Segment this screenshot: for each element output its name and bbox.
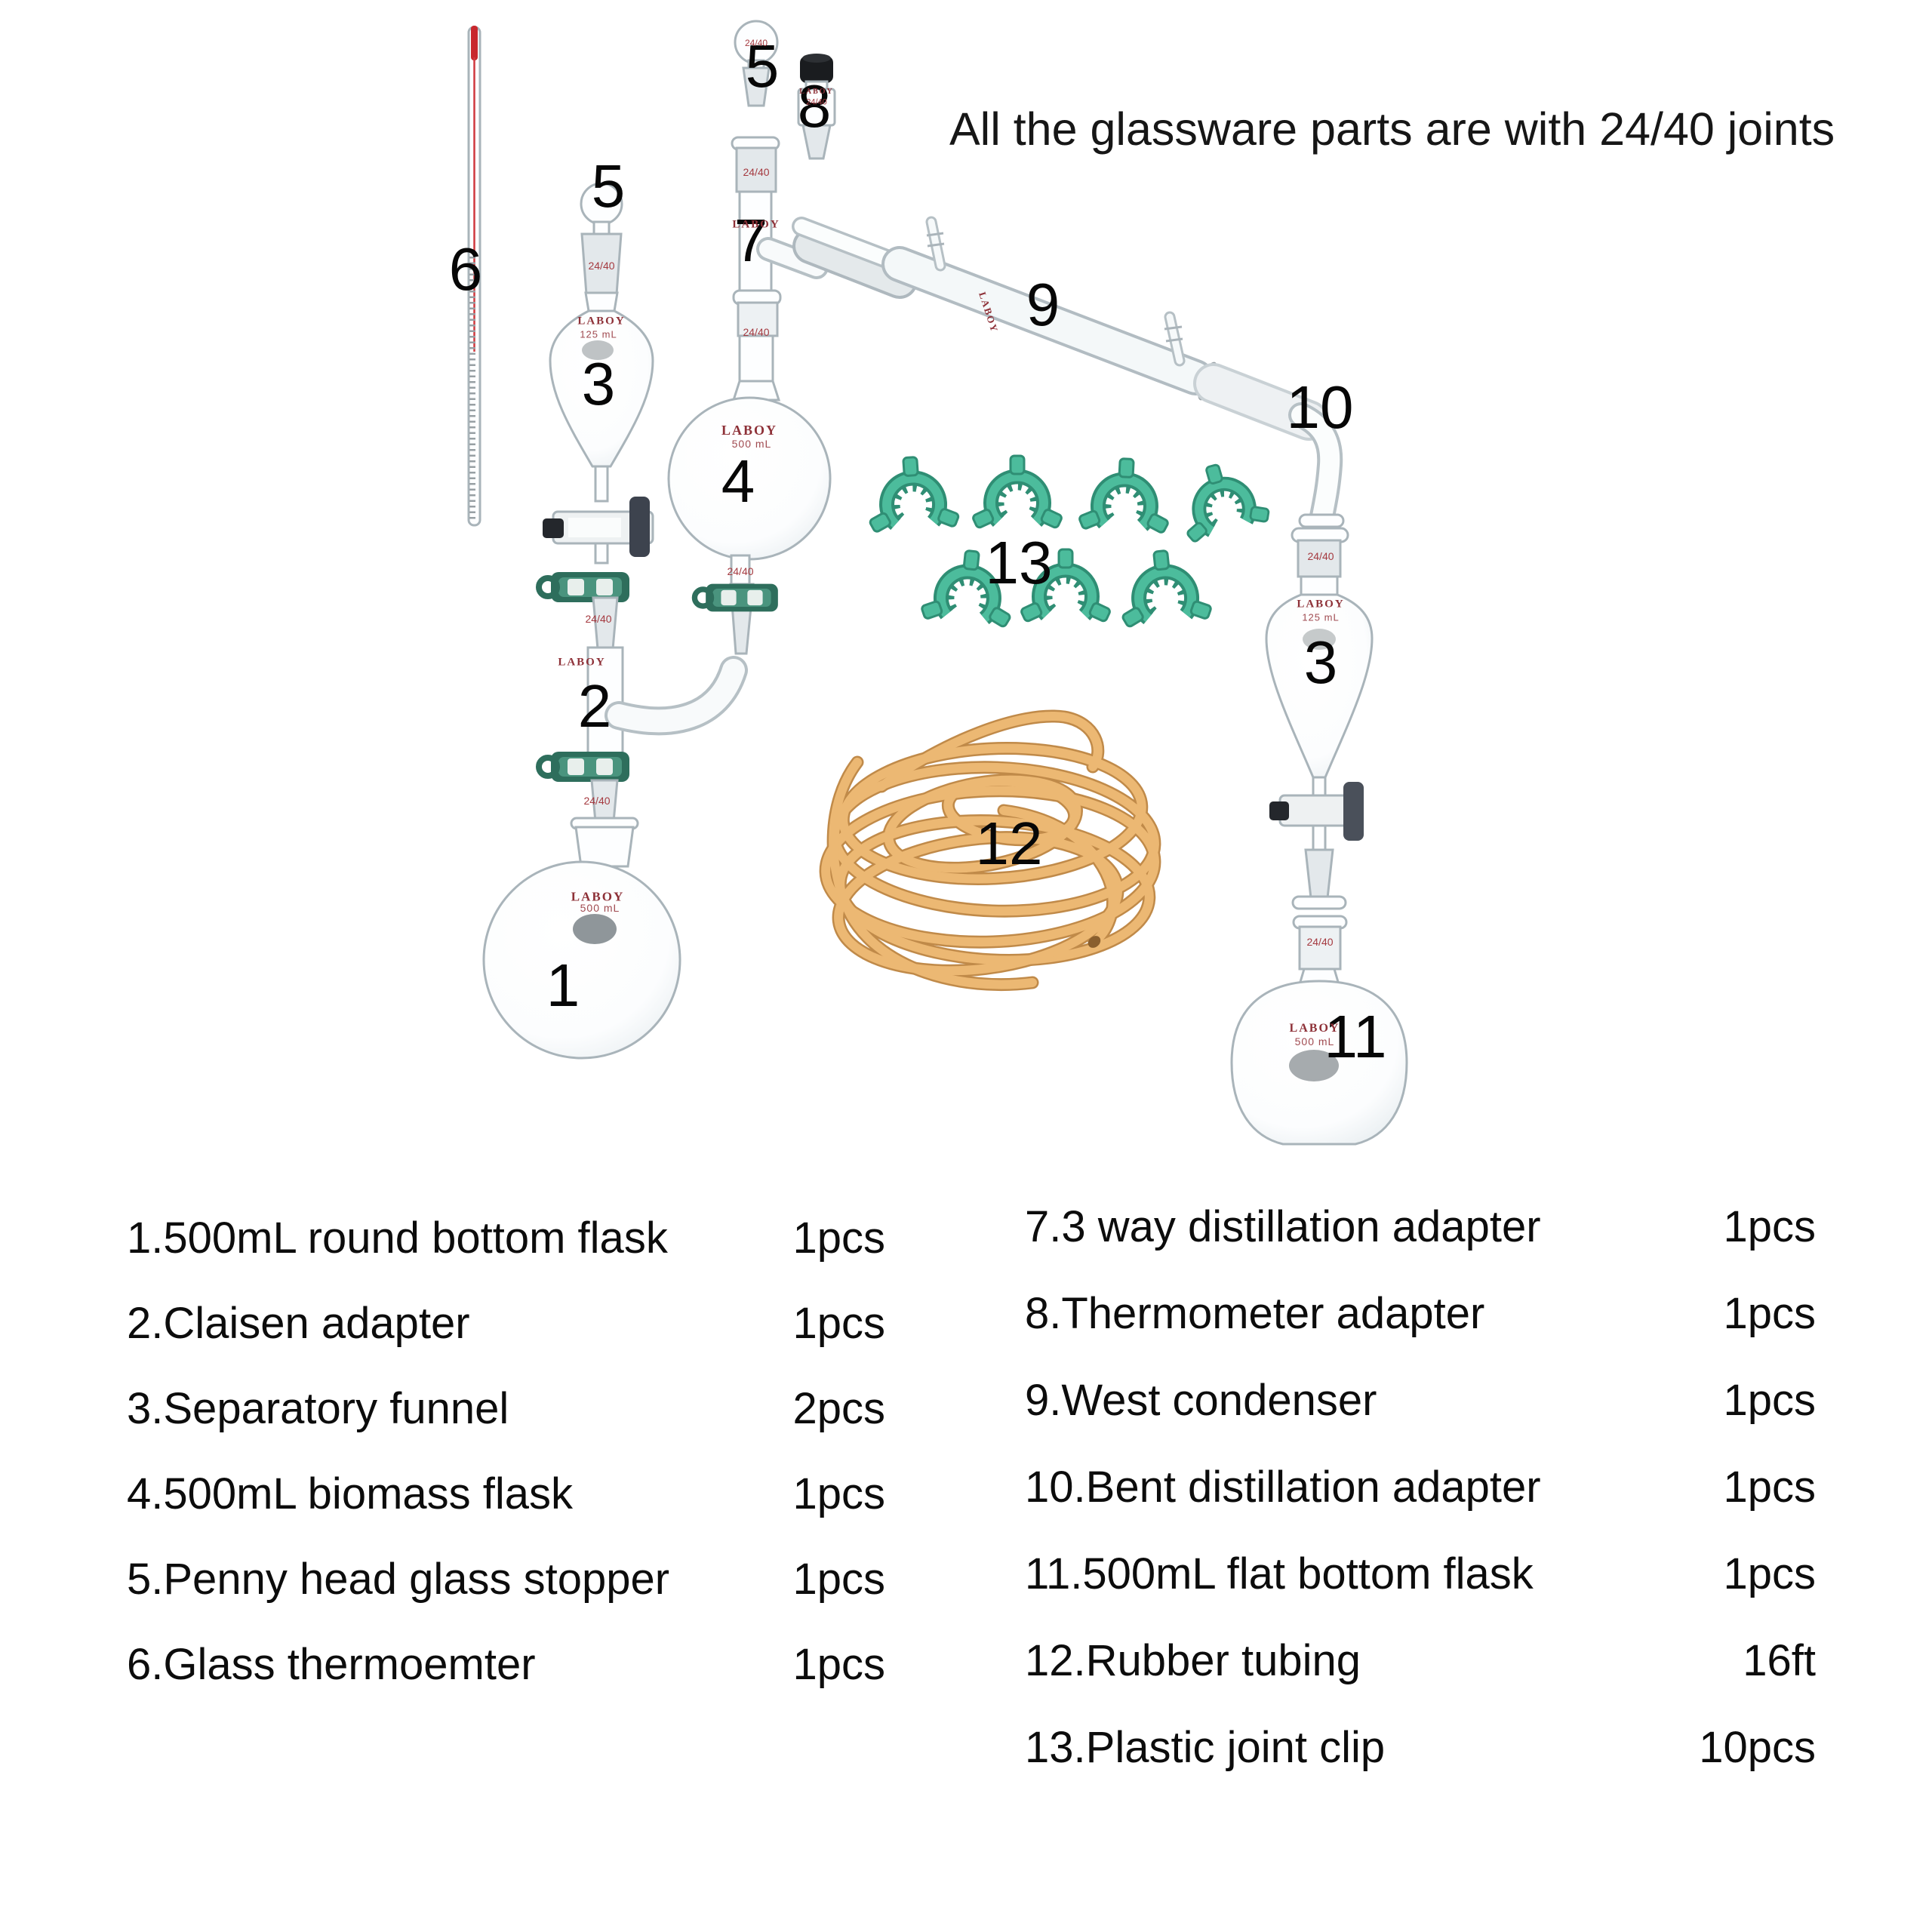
brand-mark: LABOY [799,88,834,96]
parts-row: 10.Bent distillation adapter 1pcs [1025,1460,1816,1515]
volume-mark: 500 mL [580,902,620,914]
joint-mark: 24/40 [743,326,770,338]
flat-bottom-flask [1230,915,1408,1146]
brand-mark: LABOY [577,315,626,328]
callout-5-top: 5 [745,32,780,100]
parts-list-right: 7.3 way distillation adapter 1pcs 8.Ther… [1025,0,1816,1932]
part-name: 13.Plastic joint clip [1025,1723,1386,1772]
parts-row: 7.3 way distillation adapter 1pcs [1025,1200,1816,1254]
part-qty: 1pcs [792,1640,885,1689]
part-qty: 1pcs [1723,1376,1816,1425]
part-qty: 2pcs [792,1384,885,1433]
round-bottom-flask [482,817,681,1060]
rubber-tubing [823,716,1158,986]
volume-mark: 125 mL [580,328,617,340]
parts-row: 11.500mL flat bottom flask 1pcs [1025,1547,1816,1601]
thermometer-adapter [797,54,836,160]
joint-mark: 24/40 [583,795,611,807]
part-qty: 10pcs [1699,1723,1816,1772]
callout-12: 12 [975,810,1043,877]
bent-adapter [1288,402,1345,529]
claisen-adapter [539,572,748,832]
callout-5-left: 5 [591,152,626,220]
brand-mark: LABOY [721,423,778,438]
part-name: 4.500mL biomass flask [127,1469,574,1518]
parts-row: 5.Penny head glass stopper 1pcs [127,1552,885,1607]
joint-mark: 24/40 [727,565,754,577]
part-qty: 1pcs [1723,1289,1816,1338]
joint-mark: 24/40 [588,260,615,272]
callout-7: 7 [734,207,768,274]
part-name: 1.500mL round bottom flask [127,1214,668,1263]
part-qty: 1pcs [792,1469,885,1518]
part-name: 9.West condenser [1025,1376,1377,1425]
parts-row: 3.Separatory funnel 2pcs [127,1382,885,1436]
separatory-funnel-right [1265,527,1374,910]
callout-2: 2 [577,672,612,740]
headline: All the glassware parts are with 24/40 j… [949,103,1835,155]
part-qty: 1pcs [792,1555,885,1604]
joint-mark: 24/40 [585,613,612,625]
biomass-flask [667,289,832,655]
glassware-diagram [467,20,1408,1146]
parts-row: 1.500mL round bottom flask 1pcs [127,1211,885,1266]
part-qty: 1pcs [792,1299,885,1348]
callout-13: 13 [985,529,1053,596]
part-name: 3.Separatory funnel [127,1384,509,1433]
part-name: 12.Rubber tubing [1025,1636,1361,1685]
callout-10: 10 [1286,374,1354,441]
west-condenser [792,216,1329,441]
part-name: 5.Penny head glass stopper [127,1555,670,1604]
parts-row: 2.Claisen adapter 1pcs [127,1297,885,1351]
parts-row: 13.Plastic joint clip 10pcs [1025,1721,1816,1775]
brand-mark: LABOY [1289,1022,1340,1035]
callout-3-right: 3 [1303,629,1338,696]
parts-row: 4.500mL biomass flask 1pcs [127,1467,885,1521]
joint-mark: 24/40 [806,97,827,107]
part-qty: 1pcs [1723,1463,1816,1512]
parts-row: 8.Thermometer adapter 1pcs [1025,1287,1816,1341]
part-name: 2.Claisen adapter [127,1299,470,1348]
brand-mark: LABOY [571,889,625,904]
callout-6: 6 [448,235,483,303]
part-qty: 1pcs [1723,1202,1816,1251]
parts-list-left: 1.500mL round bottom flask 1pcs 2.Claise… [127,0,885,1932]
volume-mark: 500 mL [731,438,772,450]
three-way-adapter [731,136,918,299]
part-name: 11.500mL flat bottom flask [1025,1549,1534,1598]
part-name: 8.Thermometer adapter [1025,1289,1485,1338]
callout-9: 9 [1026,271,1060,338]
penny-head-stopper-left [580,182,623,296]
parts-row: 12.Rubber tubing 16ft [1025,1634,1816,1688]
joint-mark: 24/40 [1307,550,1334,562]
part-qty: 1pcs [1723,1549,1816,1598]
part-name: 6.Glass thermoemter [127,1640,536,1689]
brand-mark: LABOY [1297,598,1345,611]
parts-row: 6.Glass thermoemter 1pcs [127,1638,885,1692]
brand-mark: LABOY [558,656,606,669]
part-name: 10.Bent distillation adapter [1025,1463,1541,1512]
joint-mark: 24/40 [744,38,768,48]
callout-11: 11 [1324,1003,1387,1070]
joint-mark: 24/40 [1306,936,1334,948]
separatory-funnel-left [543,291,654,565]
brand-mark: LABOY [732,218,780,231]
part-name: 7.3 way distillation adapter [1025,1202,1541,1251]
penny-head-stopper-top [734,20,779,107]
part-qty: 1pcs [792,1214,885,1263]
volume-mark: 125 mL [1302,611,1340,623]
joint-mark: 24/40 [743,166,770,178]
callout-4: 4 [721,448,755,515]
part-qty: 16ft [1743,1636,1816,1685]
callout-1: 1 [546,952,580,1019]
parts-row: 9.West condenser 1pcs [1025,1374,1816,1428]
glass-thermometer [467,26,481,527]
volume-mark: 500 mL [1294,1035,1335,1048]
callout-3-left: 3 [581,350,616,417]
callout-8: 8 [797,72,832,140]
